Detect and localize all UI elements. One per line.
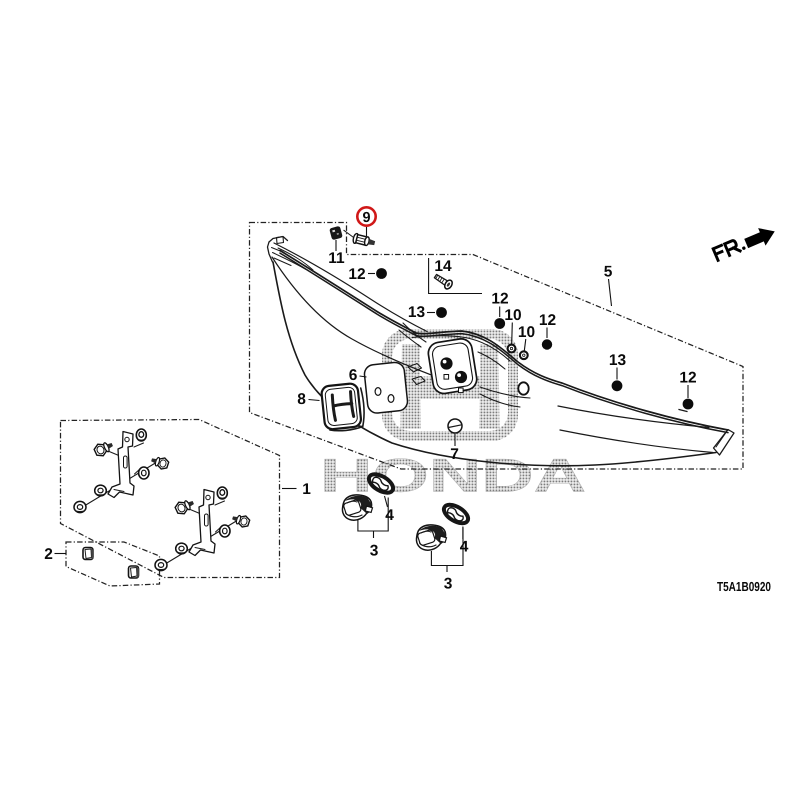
svg-text:14: 14 bbox=[434, 258, 452, 275]
svg-text:11: 11 bbox=[328, 250, 345, 267]
svg-text:3: 3 bbox=[370, 543, 379, 560]
svg-text:3: 3 bbox=[444, 576, 453, 593]
svg-text:6: 6 bbox=[349, 367, 358, 384]
svg-text:5: 5 bbox=[604, 264, 613, 281]
svg-text:8: 8 bbox=[297, 391, 306, 408]
svg-text:10: 10 bbox=[504, 307, 521, 324]
svg-text:4: 4 bbox=[460, 539, 469, 556]
svg-text:12: 12 bbox=[348, 266, 365, 283]
svg-text:4: 4 bbox=[385, 507, 394, 524]
svg-text:1: 1 bbox=[302, 481, 311, 498]
svg-text:7: 7 bbox=[450, 446, 459, 463]
svg-text:9: 9 bbox=[362, 210, 370, 226]
svg-text:T5A1B0920: T5A1B0920 bbox=[717, 579, 771, 594]
svg-text:13: 13 bbox=[408, 304, 426, 321]
svg-text:10: 10 bbox=[518, 324, 535, 341]
svg-text:12: 12 bbox=[539, 312, 556, 329]
svg-text:2: 2 bbox=[44, 546, 53, 563]
svg-text:13: 13 bbox=[609, 352, 627, 369]
svg-text:12: 12 bbox=[679, 370, 696, 387]
svg-text:12: 12 bbox=[491, 290, 508, 307]
